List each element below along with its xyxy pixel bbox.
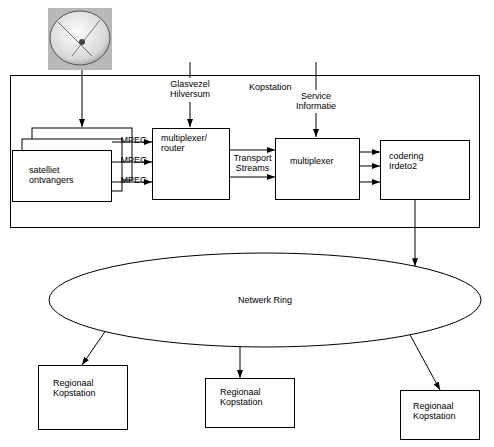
node-label: satelliet ontvangers bbox=[29, 165, 84, 186]
flow-arrow bbox=[230, 177, 275, 178]
signal-arrow bbox=[82, 70, 83, 127]
input-label: Glasvezel Hilversum bbox=[165, 79, 215, 100]
dish-feed bbox=[79, 39, 85, 45]
receiver-box: satelliet ontvangers bbox=[12, 150, 112, 202]
station-box: Regionaal Kopstation bbox=[400, 390, 480, 440]
flow-arrow bbox=[415, 200, 416, 266]
node-label: Regionaal Kopstation bbox=[220, 387, 275, 408]
input-label: Service Informatie bbox=[291, 91, 341, 112]
dish-strut bbox=[72, 20, 100, 56]
node-label: Kopstation bbox=[249, 82, 292, 92]
feed-arrow bbox=[316, 113, 317, 137]
process-box: multiplexer/ router bbox=[152, 128, 230, 200]
edge-label: MPEG bbox=[120, 135, 147, 145]
station-box: Regionaal Kopstation bbox=[205, 378, 295, 428]
satellite-dish bbox=[48, 8, 112, 70]
node-label: multiplexer/ router bbox=[161, 133, 216, 154]
station-box: Regionaal Kopstation bbox=[38, 365, 128, 430]
flow-arrow bbox=[82, 332, 105, 365]
flow-arrow bbox=[240, 347, 241, 378]
node-label: Regionaal Kopstation bbox=[413, 401, 468, 422]
dish-strut bbox=[58, 22, 92, 56]
ellipse-shape bbox=[49, 253, 481, 347]
feed-arrow bbox=[190, 102, 191, 127]
flow-arrow bbox=[360, 152, 380, 153]
flow-arrow bbox=[230, 150, 275, 151]
process-box: codering Irdeto2 bbox=[380, 140, 470, 200]
network-ellipse: Netwerk Ring bbox=[48, 252, 482, 348]
ring-label: Netwerk Ring bbox=[238, 295, 292, 305]
feed-line bbox=[316, 62, 317, 90]
node-label: codering Irdeto2 bbox=[389, 151, 434, 172]
edge-label: MPEG bbox=[120, 155, 147, 165]
node-label: Regionaal Kopstation bbox=[53, 378, 108, 399]
flow-arrow bbox=[410, 335, 440, 390]
dish-reflector bbox=[50, 11, 110, 65]
flow-arrow bbox=[360, 166, 380, 167]
node-label: multiplexer bbox=[290, 156, 350, 166]
edge-label: Transport Streams bbox=[231, 153, 275, 174]
edge-label: MPEG bbox=[120, 175, 147, 185]
dish-photo bbox=[48, 8, 112, 70]
process-box: multiplexer bbox=[275, 138, 360, 200]
station-frame: satelliet ontvangers multiplexer/ router m… bbox=[10, 75, 480, 228]
flow-arrow bbox=[360, 182, 380, 183]
